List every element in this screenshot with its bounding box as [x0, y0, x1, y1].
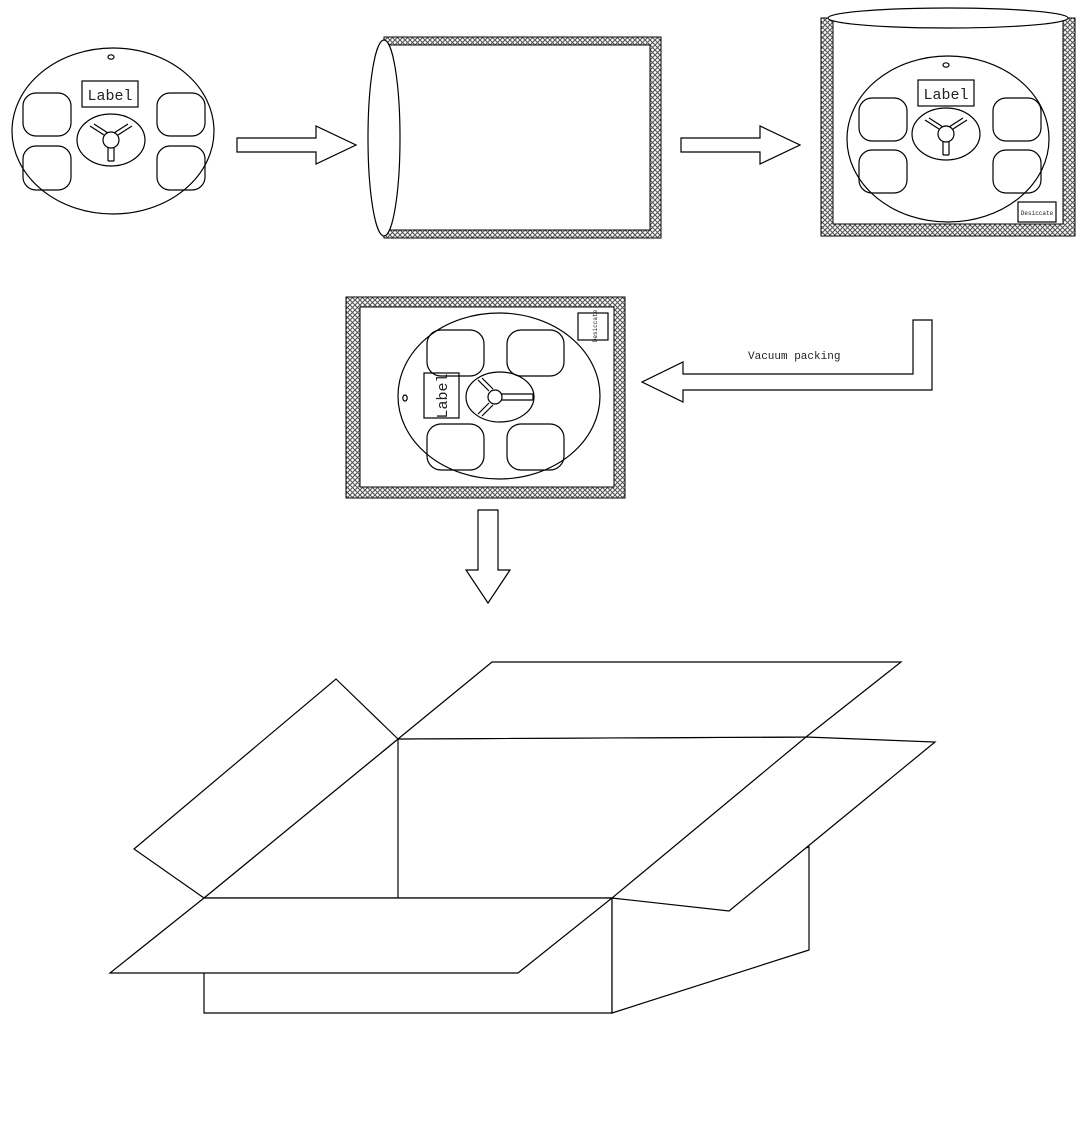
- reel-label-text: Label: [87, 88, 132, 105]
- reel-spokes: [924, 117, 968, 156]
- open-bag: [367, 36, 662, 239]
- reel-window: [156, 92, 206, 137]
- reel-window: [506, 329, 565, 377]
- reel-outline: [846, 55, 1050, 223]
- reel-window: [858, 97, 908, 142]
- desiccant-pack: [1017, 201, 1057, 223]
- reel-window: [426, 329, 485, 377]
- box-back-flap: [396, 661, 903, 740]
- reel-spokes: [477, 377, 534, 417]
- reel-label-text: Label: [923, 87, 968, 104]
- reel-hub: [76, 113, 146, 167]
- desiccant-label: Desiccate: [592, 309, 599, 342]
- reel-label-box: [917, 79, 975, 107]
- desiccant-pack: [577, 312, 609, 341]
- reel-window: [506, 423, 565, 471]
- bag-wall: [383, 36, 662, 239]
- reel-label-box: [81, 80, 139, 108]
- reel-window: [992, 97, 1042, 142]
- bag-wall: [345, 296, 626, 499]
- reel-hub: [465, 371, 535, 423]
- reel-spindle: [487, 389, 503, 405]
- arrow-right-2: [680, 125, 802, 165]
- reel-hole: [942, 62, 950, 68]
- reel-spindle: [937, 125, 955, 143]
- carton-box: [108, 661, 937, 1014]
- sealed-bag: Label Desiccate: [345, 296, 626, 499]
- vacuum-packing-caption: Vacuum packing: [748, 351, 840, 363]
- reel-step-1: Label: [11, 47, 215, 215]
- box-left-flap: [133, 678, 399, 899]
- arrow-down: [464, 509, 512, 605]
- box-front-flap: [108, 897, 614, 974]
- reel-label-box: [423, 372, 460, 419]
- bag-opening: [367, 39, 401, 237]
- box-right-flap: [610, 736, 937, 912]
- reel-window: [426, 423, 485, 471]
- reel-spokes: [89, 123, 133, 162]
- bag-with-reel: Label Desiccate: [820, 7, 1076, 237]
- arrow-right-1: [236, 125, 358, 165]
- reel-hole: [107, 54, 115, 60]
- reel-window: [992, 149, 1042, 194]
- reel-spindle: [102, 131, 120, 149]
- reel-window: [22, 145, 72, 191]
- reel-window: [22, 92, 72, 137]
- reel-window: [156, 145, 206, 191]
- vacuum-packing-arrow: Vacuum packing: [640, 319, 933, 403]
- reel-hole: [402, 394, 408, 402]
- bag-opening: [827, 7, 1069, 29]
- arrow-left-bent: [640, 319, 933, 403]
- reel-hub: [911, 107, 981, 161]
- desiccant-label: Desiccate: [1021, 210, 1054, 217]
- reel-outline: [11, 47, 215, 215]
- reel-outline: [397, 312, 601, 480]
- reel-label-text: Label: [435, 373, 452, 418]
- reel-window: [858, 149, 908, 194]
